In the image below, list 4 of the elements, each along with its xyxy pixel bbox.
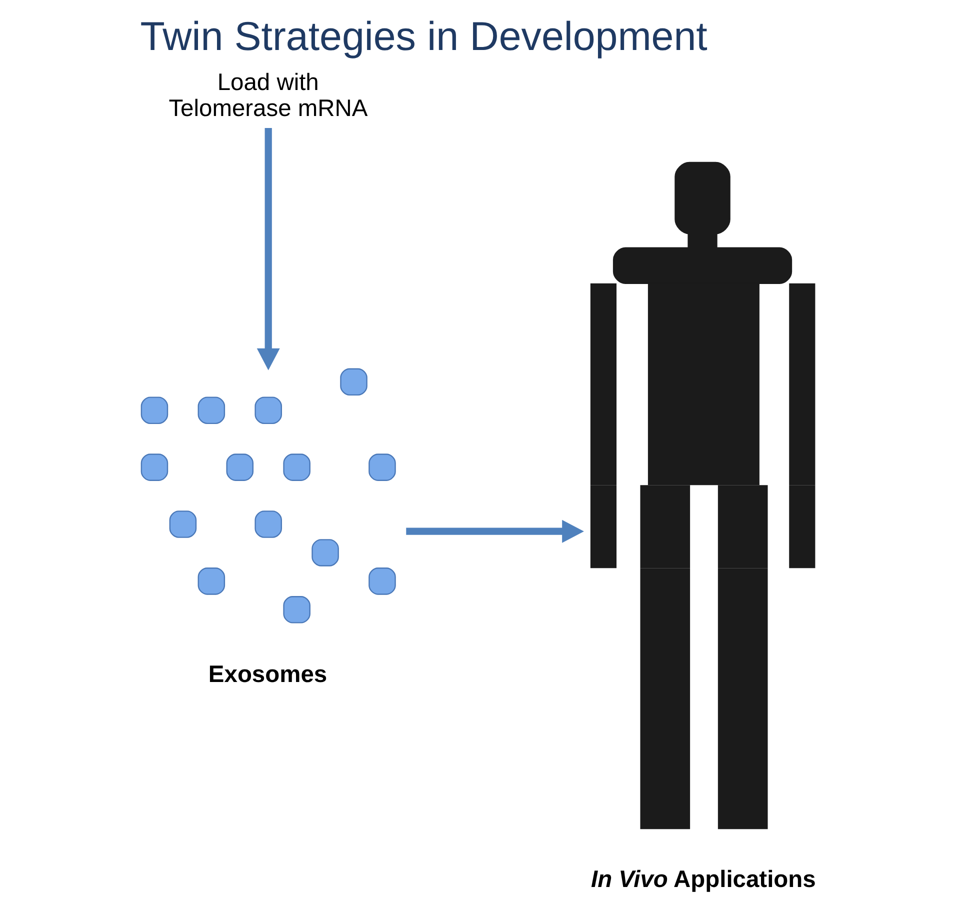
node-text: Load with Telomerase mRNA [168, 70, 368, 122]
node-label: In Vivo Applications [590, 867, 816, 894]
node-label: Exosomes [208, 662, 327, 688]
diagram-title: Twin Strategies in Development [140, 12, 707, 59]
